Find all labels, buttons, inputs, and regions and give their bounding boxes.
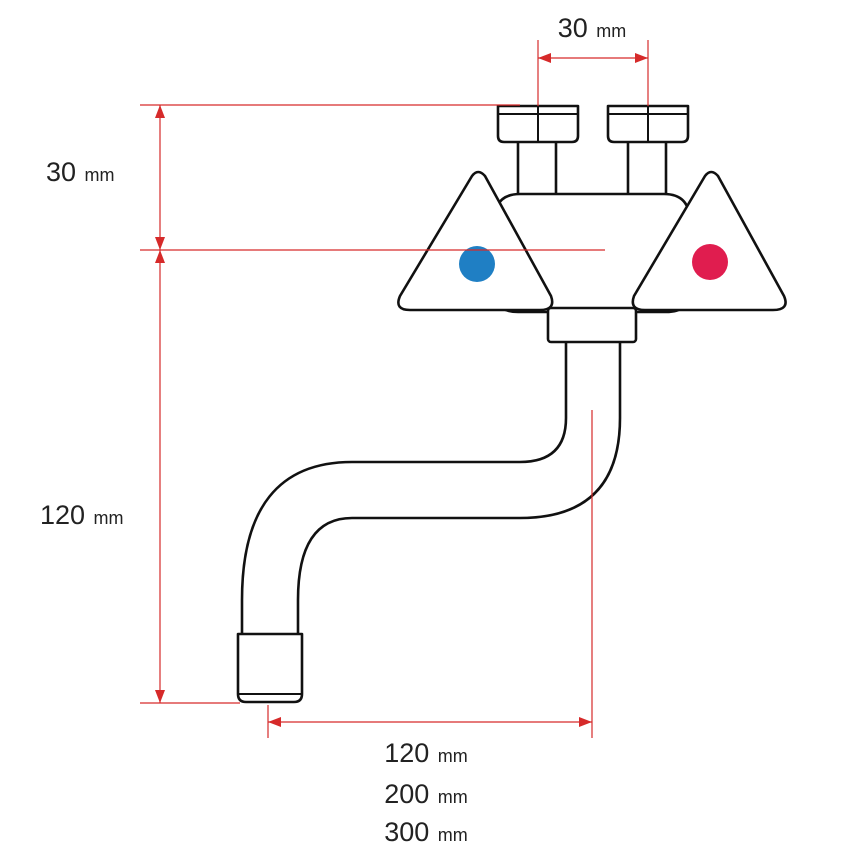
inlet-nut-right: [606, 104, 690, 144]
inlet-stem-left: [516, 138, 558, 202]
inlet-spacing-dimension: [538, 53, 648, 63]
spout-pipe: [240, 336, 622, 642]
spout-height-label: 120 mm: [40, 500, 124, 530]
faucet-drawing: [236, 104, 787, 704]
spout-nozzle: [236, 632, 304, 704]
spout-reach-dimension: [268, 717, 592, 727]
inlet-nut-left: [496, 104, 580, 144]
hot-indicator-icon: [692, 244, 728, 280]
spout-collar: [546, 306, 638, 344]
dimension-lines: [140, 40, 649, 738]
spout-reach-label-1: 120 mm: [384, 738, 468, 768]
spout-reach-label-3: 300 mm: [384, 817, 468, 847]
spout-reach-label-2: 200 mm: [384, 779, 468, 809]
inlet-stem-right: [626, 138, 668, 202]
spout-height-dimension: [155, 250, 165, 703]
dimension-labels: 30 mm 30 mm 120 mm 120 mm 200 mm 300 mm: [40, 13, 626, 847]
inlet-spacing-label: 30 mm: [558, 13, 627, 43]
inlet-height-label: 30 mm: [46, 157, 115, 187]
hot-handle: [631, 170, 787, 312]
inlet-height-dimension: [155, 105, 165, 250]
cold-handle: [397, 170, 554, 312]
cold-indicator-icon: [459, 246, 495, 282]
